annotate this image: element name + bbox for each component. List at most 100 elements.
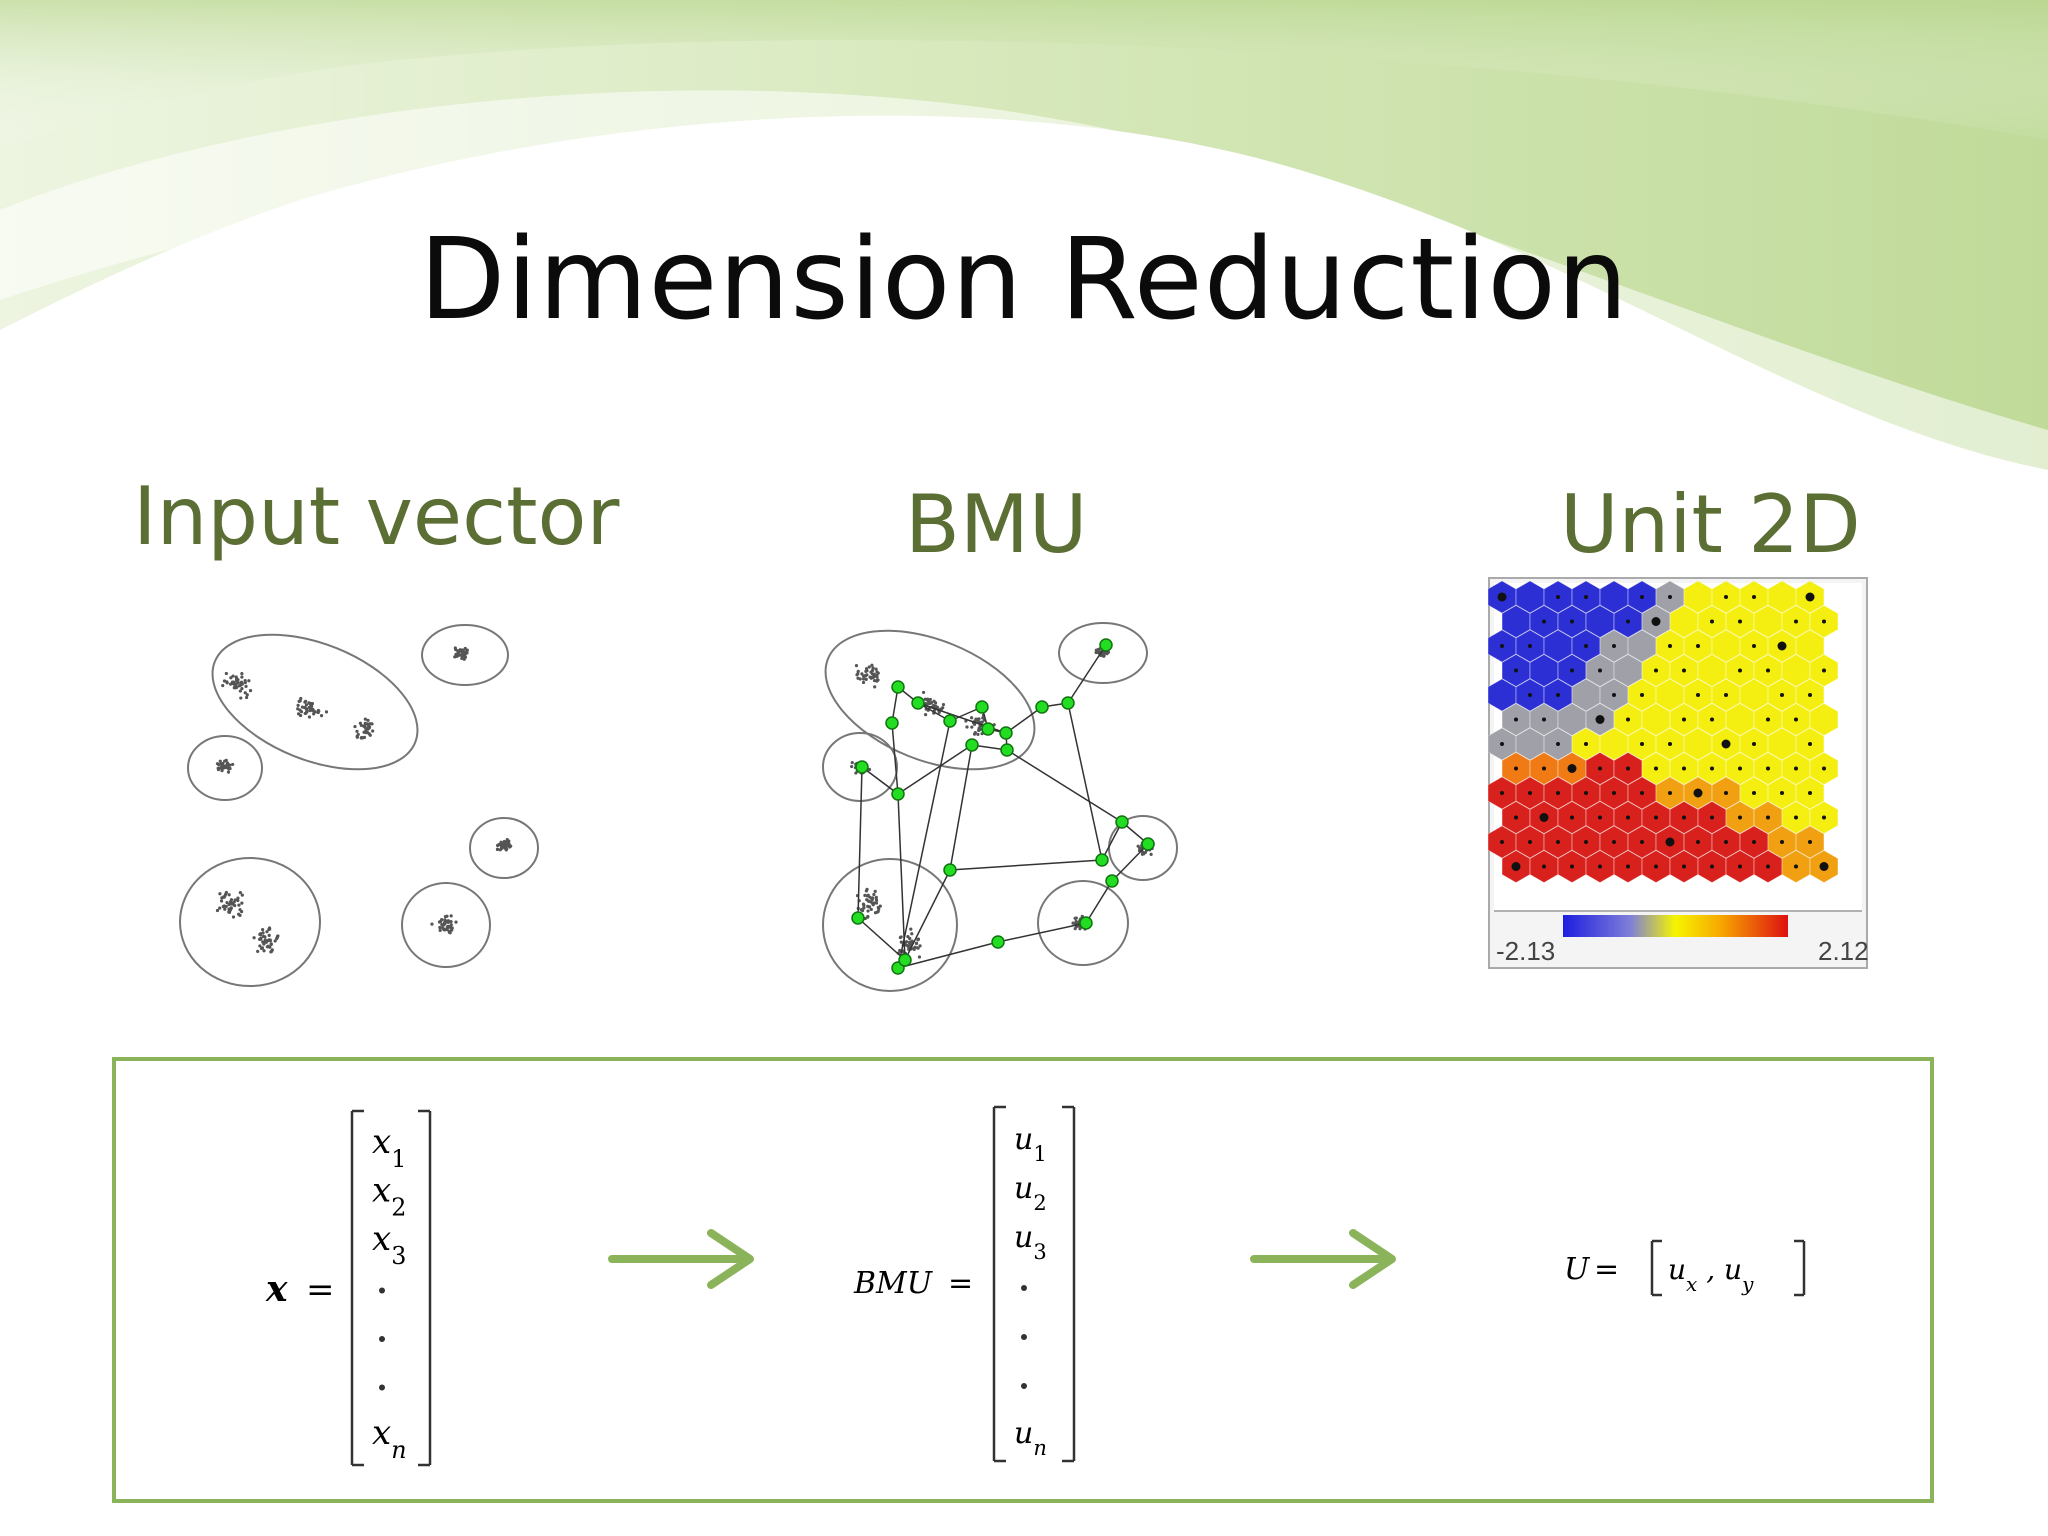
scatter-dot bbox=[931, 703, 936, 708]
scatter-dot bbox=[362, 735, 367, 739]
scatter-dot bbox=[438, 928, 442, 932]
scatter-dot bbox=[868, 895, 872, 899]
som-hit-marker bbox=[1738, 864, 1742, 869]
som-hit-marker bbox=[1766, 717, 1770, 722]
bmu-node bbox=[943, 714, 957, 728]
left-bracket bbox=[992, 1105, 1006, 1463]
scale-max-label: 2.12 bbox=[1818, 936, 1868, 966]
som-hex-cell bbox=[1557, 702, 1587, 737]
som-hit-marker bbox=[1780, 840, 1784, 844]
som-hit-marker bbox=[1738, 815, 1742, 820]
scatter-dot bbox=[1136, 844, 1140, 848]
scatter-dot bbox=[1149, 852, 1153, 856]
som-hit-marker bbox=[1808, 791, 1812, 795]
scatter-dot bbox=[445, 926, 449, 931]
scatter-dot bbox=[1142, 852, 1146, 856]
scatter-dot bbox=[870, 668, 875, 673]
som-hit-marker bbox=[1640, 840, 1644, 844]
som-hit-marker bbox=[1693, 788, 1703, 798]
som-hit-marker bbox=[1511, 862, 1521, 871]
som-hit-marker bbox=[1710, 815, 1714, 820]
scatter-dot bbox=[227, 893, 231, 897]
scatter-dot bbox=[233, 898, 237, 902]
scatter-dot bbox=[916, 937, 921, 941]
scatter-dot bbox=[446, 919, 450, 923]
scatter-dot bbox=[299, 696, 303, 701]
scatter-dot bbox=[267, 933, 271, 937]
bmu-symbol: BMU bbox=[853, 1266, 934, 1301]
som-hit-marker bbox=[1668, 644, 1672, 648]
scatter-dot bbox=[460, 652, 465, 656]
bmu-edge bbox=[949, 859, 1103, 871]
bmu-node bbox=[1079, 916, 1093, 930]
som-hit-marker bbox=[1710, 619, 1714, 624]
scatter-dot bbox=[300, 705, 305, 709]
bmu-edge bbox=[857, 766, 863, 919]
som-hex-cell bbox=[1571, 678, 1601, 712]
scatter-dot bbox=[910, 939, 914, 943]
scatter-dot bbox=[438, 925, 442, 930]
scatter-dot bbox=[981, 716, 985, 720]
input-vector-label: Input vector bbox=[133, 470, 620, 563]
bmu-node bbox=[891, 787, 905, 801]
bmu-edge bbox=[1005, 706, 1043, 734]
scatter-dot bbox=[916, 946, 920, 950]
cluster-ellipse bbox=[822, 732, 898, 802]
bmu-node bbox=[1105, 874, 1119, 888]
scatter-dot bbox=[972, 722, 977, 726]
scatter-dot bbox=[263, 940, 267, 944]
vector-entry: x3 bbox=[372, 1219, 406, 1270]
bmu-edge bbox=[949, 744, 973, 871]
som-hit-marker bbox=[1556, 693, 1560, 697]
scatter-dot bbox=[913, 945, 917, 949]
scatter-dot bbox=[861, 902, 866, 906]
bmu-node bbox=[943, 863, 957, 877]
som-hit-marker bbox=[1738, 766, 1742, 771]
som-hit-marker bbox=[1654, 668, 1658, 673]
scatter-dot bbox=[926, 697, 930, 701]
som-hex-cell bbox=[1515, 727, 1545, 761]
scatter-dot bbox=[237, 903, 241, 907]
scatter-dot bbox=[247, 679, 251, 683]
scatter-dot bbox=[224, 758, 228, 762]
scatter-dot bbox=[448, 931, 452, 935]
scatter-dot bbox=[850, 761, 854, 765]
scatter-dot bbox=[870, 898, 874, 902]
scatter-dot bbox=[858, 677, 862, 681]
som-hit-marker bbox=[1598, 766, 1602, 771]
som-hex-map-figure: -2.13 2.12 bbox=[1488, 577, 1868, 969]
som-hit-marker bbox=[1752, 791, 1756, 795]
scatter-dot bbox=[454, 920, 458, 924]
scatter-dot bbox=[308, 708, 312, 712]
scatter-dot bbox=[854, 771, 858, 775]
som-hex-cell bbox=[1599, 727, 1629, 761]
ellipsis-dot bbox=[1021, 1285, 1027, 1291]
scatter-dot bbox=[859, 908, 863, 912]
scatter-dot bbox=[243, 678, 247, 683]
scatter-dot bbox=[312, 712, 316, 716]
som-hit-marker bbox=[1794, 766, 1798, 771]
right-bracket bbox=[1062, 1105, 1076, 1463]
scatter-dot bbox=[304, 707, 309, 711]
scatter-dot bbox=[237, 912, 241, 916]
input-clusters-figure bbox=[179, 624, 539, 987]
vector-entry: u2 bbox=[1014, 1171, 1047, 1215]
vector-entry: un bbox=[1014, 1416, 1047, 1460]
scatter-dot bbox=[226, 770, 231, 774]
som-hit-marker bbox=[1752, 840, 1756, 844]
som-hit-marker bbox=[1724, 840, 1728, 844]
scatter-dot bbox=[270, 948, 274, 952]
left-bracket bbox=[1650, 1239, 1662, 1297]
scatter-dot bbox=[268, 945, 272, 949]
vector-entry: u3 bbox=[1014, 1220, 1047, 1264]
scatter-dot bbox=[861, 680, 866, 685]
som-hex-cell bbox=[1515, 580, 1545, 614]
scatter-dot bbox=[296, 703, 300, 707]
scatter-dot bbox=[305, 710, 309, 714]
scatter-dot bbox=[941, 706, 945, 710]
bmu-edge bbox=[857, 917, 906, 961]
som-hex-cell bbox=[1641, 702, 1671, 737]
scatter-dot bbox=[499, 845, 504, 849]
right-bracket bbox=[1794, 1239, 1806, 1297]
scatter-dot bbox=[870, 663, 874, 667]
